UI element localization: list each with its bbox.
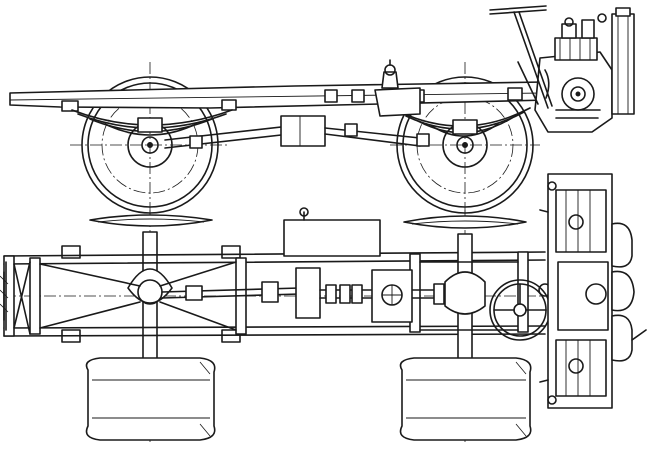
rear-tyre-bottom-plan xyxy=(85,357,216,441)
engine-side xyxy=(534,13,613,133)
engine-plan xyxy=(539,173,613,409)
fuel-tank-plan xyxy=(283,207,381,257)
radiator-plan xyxy=(611,222,647,362)
rear-leaf-spring xyxy=(71,109,233,136)
frame-side-rail xyxy=(9,81,549,112)
propeller-shaft-side xyxy=(164,115,430,149)
gearbox-side xyxy=(374,59,421,117)
front-leaf-spring xyxy=(399,107,531,137)
radiator-side xyxy=(611,7,635,115)
plan-view xyxy=(0,173,647,445)
side-elevation-view xyxy=(9,5,635,222)
front-tyre-top-plan xyxy=(403,215,527,229)
rear-tyre-top-plan xyxy=(89,214,213,227)
rear-bumper-plan xyxy=(0,271,9,321)
front-axle-plan xyxy=(419,233,519,363)
gearbox-plan xyxy=(371,269,413,323)
front-tyre-bottom-plan xyxy=(399,357,532,441)
steering-column-side xyxy=(489,5,553,109)
propeller-shaft-plan xyxy=(161,267,445,319)
